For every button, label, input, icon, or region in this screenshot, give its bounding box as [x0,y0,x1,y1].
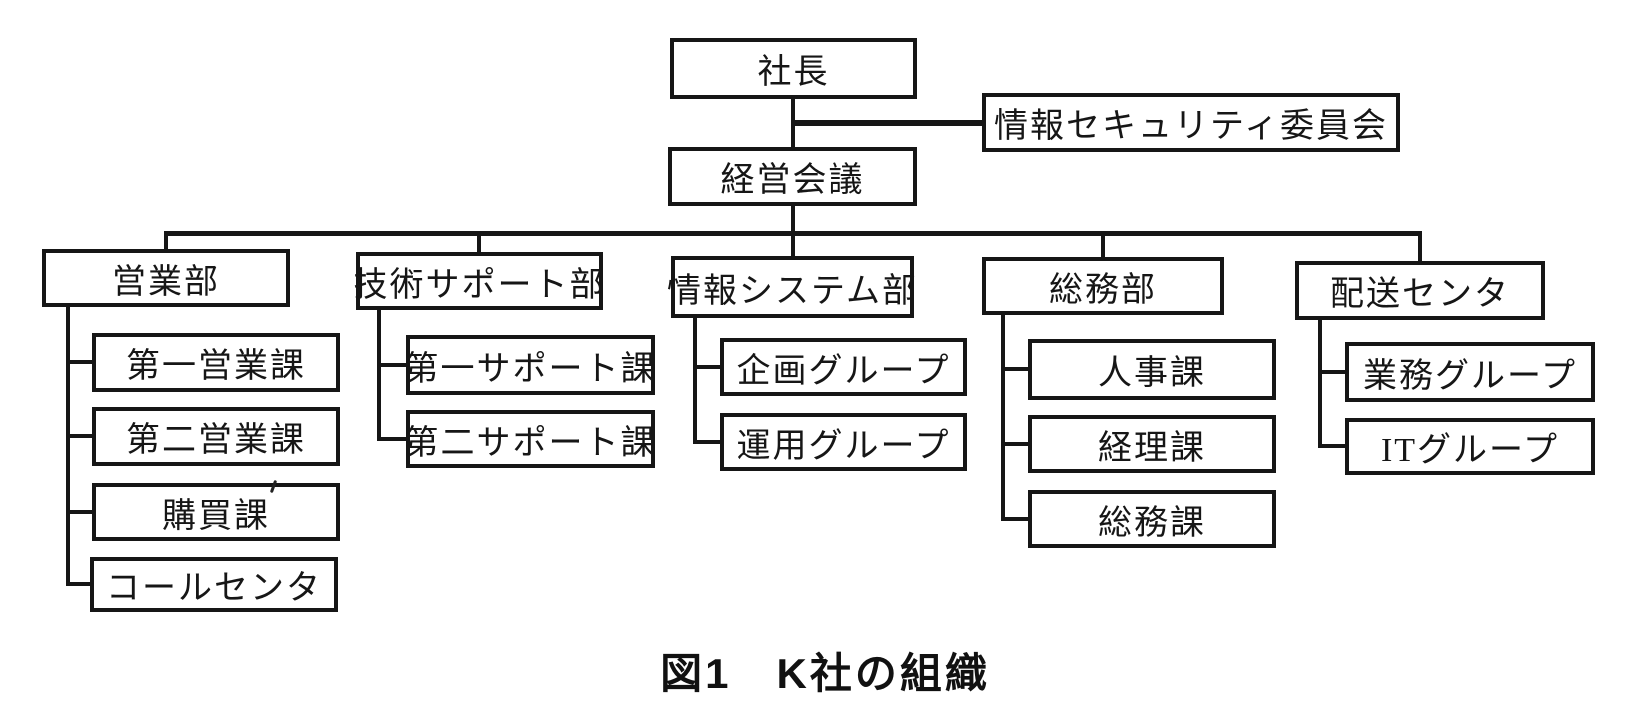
node-dept-delivery-center: 配送センタ [1295,261,1545,320]
node-hr-section-label: 人事課 [1098,355,1206,392]
node-support-section-1: 第一サポート課 [404,335,657,395]
node-it-group: ITグループ [1345,418,1595,475]
stub-delivery-center-2 [1318,444,1347,448]
stub-sales-2 [66,434,94,438]
node-planning-group-label: 企画グループ [736,352,951,390]
trunk-delivery-center [1318,318,1322,448]
trunk-sales [66,305,70,586]
node-dept-sales-label: 営業部 [112,263,220,301]
node-operations-group: 運用グループ [720,413,967,471]
stub-general-affairs-3 [1001,517,1030,521]
node-sales-section-1: 第一営業課 [92,333,340,392]
connector-stub-general-affairs [1101,233,1105,258]
node-sales-section-2-label: 第二営業課 [126,422,306,459]
node-accounting-section-label: 経理課 [1098,429,1206,467]
connector-board-distribution [791,205,795,233]
stub-tech-support-1 [377,363,408,367]
figure-caption: 図1 K社の組織 [660,650,990,697]
stub-tech-support-2 [377,437,408,441]
node-support-section-2-label: 第二サポート課 [404,424,657,462]
stub-info-systems-1 [693,365,722,369]
node-board-meeting: 経営会議 [668,147,917,206]
stub-sales-4 [66,582,92,586]
connector-stub-sales [164,233,168,250]
trunk-general-affairs [1001,313,1005,521]
node-call-center-label: コールセンタ [106,570,322,607]
connector-stub-info-systems [791,233,795,257]
node-it-group-label: ITグループ [1380,432,1560,469]
node-dept-sales: 営業部 [42,249,290,307]
node-dept-general-affairs-label: 総務部 [1049,271,1157,309]
node-sales-section-2: 第二営業課 [92,407,340,466]
node-hr-section: 人事課 [1028,339,1276,400]
node-dept-info-systems-label: 情報システム部 [667,272,918,310]
node-purchasing-section-label: 購買課 [162,497,270,535]
node-business-group: 業務グループ [1345,342,1595,402]
stub-sales-1 [66,360,94,364]
node-board-meeting-label: 経営会議 [720,162,865,199]
stub-sales-3 [66,510,94,514]
node-call-center: コールセンタ [90,557,338,612]
node-purchasing-section: 購買課 [92,483,340,541]
connector-committee [791,120,982,126]
node-operations-group-label: 運用グループ [736,427,951,465]
trunk-info-systems [693,316,697,444]
node-dept-tech-support-label: 技術サポート部 [353,266,606,304]
node-security-committee: 情報セキュリティ委員会 [982,93,1400,152]
node-dept-general-affairs: 総務部 [982,257,1224,315]
node-support-section-1-label: 第一サポート課 [404,350,657,388]
node-support-section-2: 第二サポート課 [404,410,657,468]
stub-general-affairs-1 [1001,367,1030,371]
stub-delivery-center-1 [1318,370,1347,374]
node-business-group-label: 業務グループ [1363,357,1577,395]
node-accounting-section: 経理課 [1028,415,1276,473]
node-planning-group: 企画グループ [720,338,967,396]
node-dept-tech-support: 技術サポート部 [353,252,606,310]
node-dept-info-systems: 情報システム部 [667,256,916,318]
node-general-affairs-section-label: 総務課 [1098,504,1206,542]
node-president-label: 社長 [757,54,830,91]
stub-general-affairs-2 [1001,442,1030,446]
connector-stub-tech-support [477,233,481,253]
node-president: 社長 [670,38,917,99]
node-sales-section-1-label: 第一営業課 [126,348,306,385]
node-general-affairs-section: 総務課 [1028,490,1276,548]
node-dept-delivery-center-label: 配送センタ [1330,276,1510,313]
connector-stub-delivery-center [1418,233,1422,262]
trunk-tech-support [377,308,381,441]
stub-info-systems-2 [693,440,722,444]
node-security-committee-label: 情報セキュリティ委員会 [994,108,1388,145]
